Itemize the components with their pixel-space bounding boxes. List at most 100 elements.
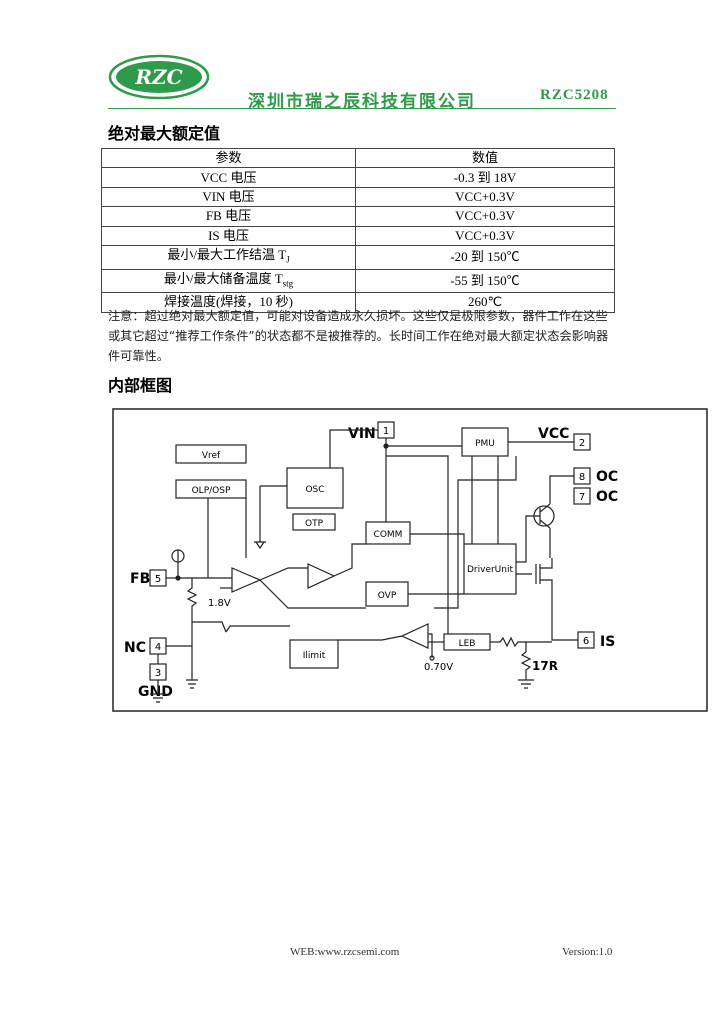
value-cell: VCC+0.3V: [355, 225, 615, 246]
pwm-comparator: [307, 563, 336, 589]
section-title-ratings: 绝对最大额定值: [108, 124, 221, 143]
param-cell: 最小/最大储备温度 Tstg: [101, 268, 356, 294]
pmu-label: PMU: [475, 439, 495, 449]
footer-website: WEB:www.rzcsemi.com: [290, 946, 400, 958]
sense-resistor: [499, 636, 552, 648]
table-row: VCC 电压 -0.3 到 18V: [101, 167, 615, 188]
table-row: 焊接温度(焊接，10 秒) 260℃: [101, 292, 615, 313]
wire-comp-ilimit: [338, 635, 403, 641]
resistor-17r: [518, 651, 534, 689]
olp-block: [175, 479, 247, 499]
table-row: 最小/最大储备温度 Tstg -55 到 150℃: [101, 268, 615, 294]
gnd-symbol-2: [186, 646, 198, 689]
gnd-symbol: [150, 680, 166, 703]
comm-label: COMM: [374, 530, 403, 540]
wire-vin-osc: [329, 429, 378, 468]
label-17r: 17R: [532, 659, 558, 673]
driver-label: DriverUnit: [467, 565, 513, 575]
ratings-note: 注意：超过绝对最大额定值，可能对设备造成永久损坏。这些仅是极限参数，器件工作在这…: [108, 309, 609, 363]
comm-block: [365, 521, 411, 545]
otp-block: [292, 513, 336, 531]
otp-label: OTP: [305, 519, 324, 529]
pin-gnd-num: 3: [155, 668, 161, 679]
label-18v: 1.8V: [208, 598, 231, 609]
param-cell: IS 电压: [101, 225, 356, 246]
vref-label: Vref: [202, 451, 221, 461]
pin-is-num: 6: [583, 636, 589, 647]
pin-vcc-num: 2: [579, 438, 585, 449]
company-name: 深圳市瑞之辰科技有限公司: [248, 92, 476, 112]
pin-gnd-name: GND: [138, 684, 173, 700]
value-cell: VCC+0.3V: [355, 206, 615, 227]
pin-is-name: IS: [600, 634, 615, 650]
pin-oc7-box: [573, 487, 591, 505]
fb-divider: [178, 498, 209, 608]
fb-amplifier: [231, 567, 262, 593]
logo-text: RZC: [134, 65, 182, 89]
diagram-frame: [112, 408, 708, 712]
table-row: VIN 电压 VCC+0.3V: [101, 186, 615, 208]
wire-ref-comp: [428, 633, 433, 658]
param-subscript: stg: [282, 278, 294, 289]
pin-vin-num: 1: [383, 426, 389, 437]
wire-amp-ovp: [259, 579, 366, 609]
node-ref-070: [429, 655, 435, 661]
table-row: IS 电压 VCC+0.3V: [101, 225, 615, 246]
value-cell: -20 到 150℃: [355, 244, 615, 270]
block-diagram: Vref OLP/OSP OSC OTP COMM OVP Ilimit PMU…: [112, 408, 708, 712]
company-logo: RZC: [108, 54, 210, 100]
param-cell: FB 电压: [101, 206, 356, 227]
cs-comparator: [400, 623, 429, 649]
wire-comm-driver: [410, 533, 465, 544]
pin-nc-name: NC: [124, 640, 146, 656]
col-header-param: 参数: [101, 147, 356, 169]
wire-mosfet-is: [551, 634, 578, 641]
vref-block: [175, 444, 247, 464]
value-cell: -0.3 到 18V: [355, 167, 615, 188]
param-cell: 焊接温度(焊接，10 秒): [101, 292, 356, 313]
osc-label: OSC: [305, 485, 324, 495]
wire-nc: [166, 608, 208, 647]
pin-fb-num: 5: [155, 574, 161, 585]
table-header-row: 参数 数值: [101, 147, 615, 169]
pin-nc-num: 4: [155, 642, 161, 653]
ovp-label: OVP: [378, 591, 397, 601]
bjt-leads: [539, 475, 574, 558]
wire-pwm-comm: [333, 543, 366, 577]
wire-driver-bjt: [516, 515, 540, 563]
wire-vin-leb: [386, 455, 449, 634]
table-row: 最小/最大工作结温 TJ -20 到 150℃: [101, 244, 615, 270]
driver-block: [463, 543, 517, 595]
leb-label: LEB: [459, 639, 476, 649]
pin-vin-name: VIN: [348, 426, 376, 442]
param-text: 最小/最大工作结温 T: [167, 246, 287, 262]
wire-amp-pwm: [259, 567, 308, 581]
param-subscript: J: [286, 254, 290, 265]
pin-oc7-num: 7: [579, 492, 585, 503]
param-cell: VCC 电压: [101, 167, 356, 188]
osc-block: [286, 467, 344, 509]
param-text: 最小/最大储备温度 T: [163, 270, 283, 286]
pin-oc8-num: 8: [579, 472, 585, 483]
model-number: RZC5208: [540, 87, 609, 103]
value-cell: 260℃: [355, 292, 615, 313]
ilimit-block: [289, 639, 339, 669]
section-title-block-diagram: 内部框图: [108, 376, 173, 395]
pin-fb-name: FB: [130, 571, 150, 587]
pin-vcc-name: VCC: [538, 426, 569, 442]
value-cell: VCC+0.3V: [355, 186, 615, 208]
header-rule: [108, 108, 616, 109]
param-cell: 最小/最大工作结温 TJ: [101, 244, 356, 270]
param-cell: VIN 电压: [101, 186, 356, 208]
value-cell: -55 到 150℃: [355, 268, 615, 294]
table-row: FB 电压 VCC+0.3V: [101, 206, 615, 227]
ilimit-label: Ilimit: [303, 651, 326, 661]
pin-oc8-name: OC: [596, 469, 618, 485]
label-070v: 0.70V: [424, 662, 453, 673]
olp-label: OLP/OSP: [192, 486, 231, 496]
footer-version: Version:1.0: [562, 946, 613, 958]
pin-oc7-name: OC: [596, 489, 618, 505]
mosfet-symbol: [516, 558, 553, 634]
switch-ilimit: [208, 621, 290, 633]
col-header-value: 数值: [355, 147, 615, 169]
